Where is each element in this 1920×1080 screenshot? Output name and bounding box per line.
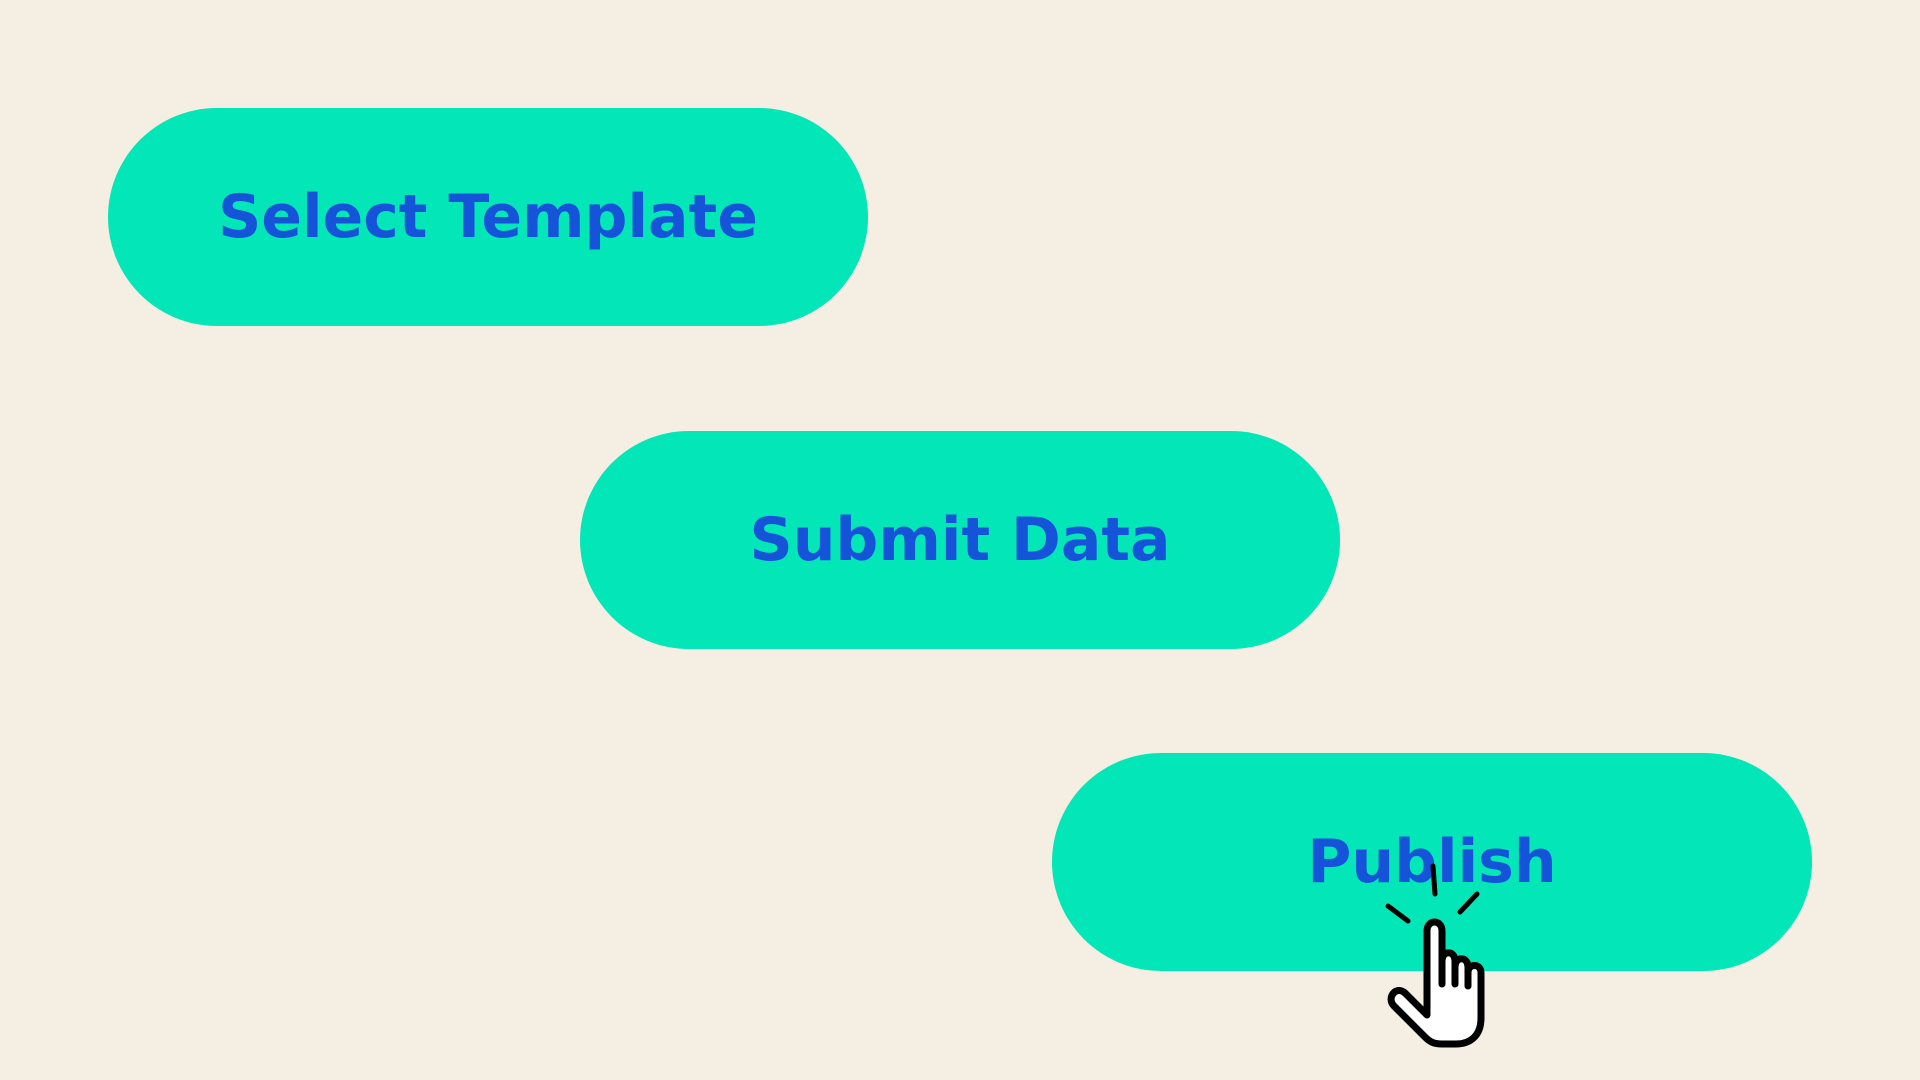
select-template-button[interactable]: Select Template xyxy=(108,108,868,326)
click-burst-lines xyxy=(1385,863,1480,924)
submit-data-button[interactable]: Submit Data xyxy=(580,431,1340,649)
hand-shape xyxy=(1387,918,1485,1048)
submit-data-button-label: Submit Data xyxy=(749,505,1171,575)
select-template-button-label: Select Template xyxy=(218,182,758,252)
hand-pointer-click-icon xyxy=(1385,863,1485,1048)
